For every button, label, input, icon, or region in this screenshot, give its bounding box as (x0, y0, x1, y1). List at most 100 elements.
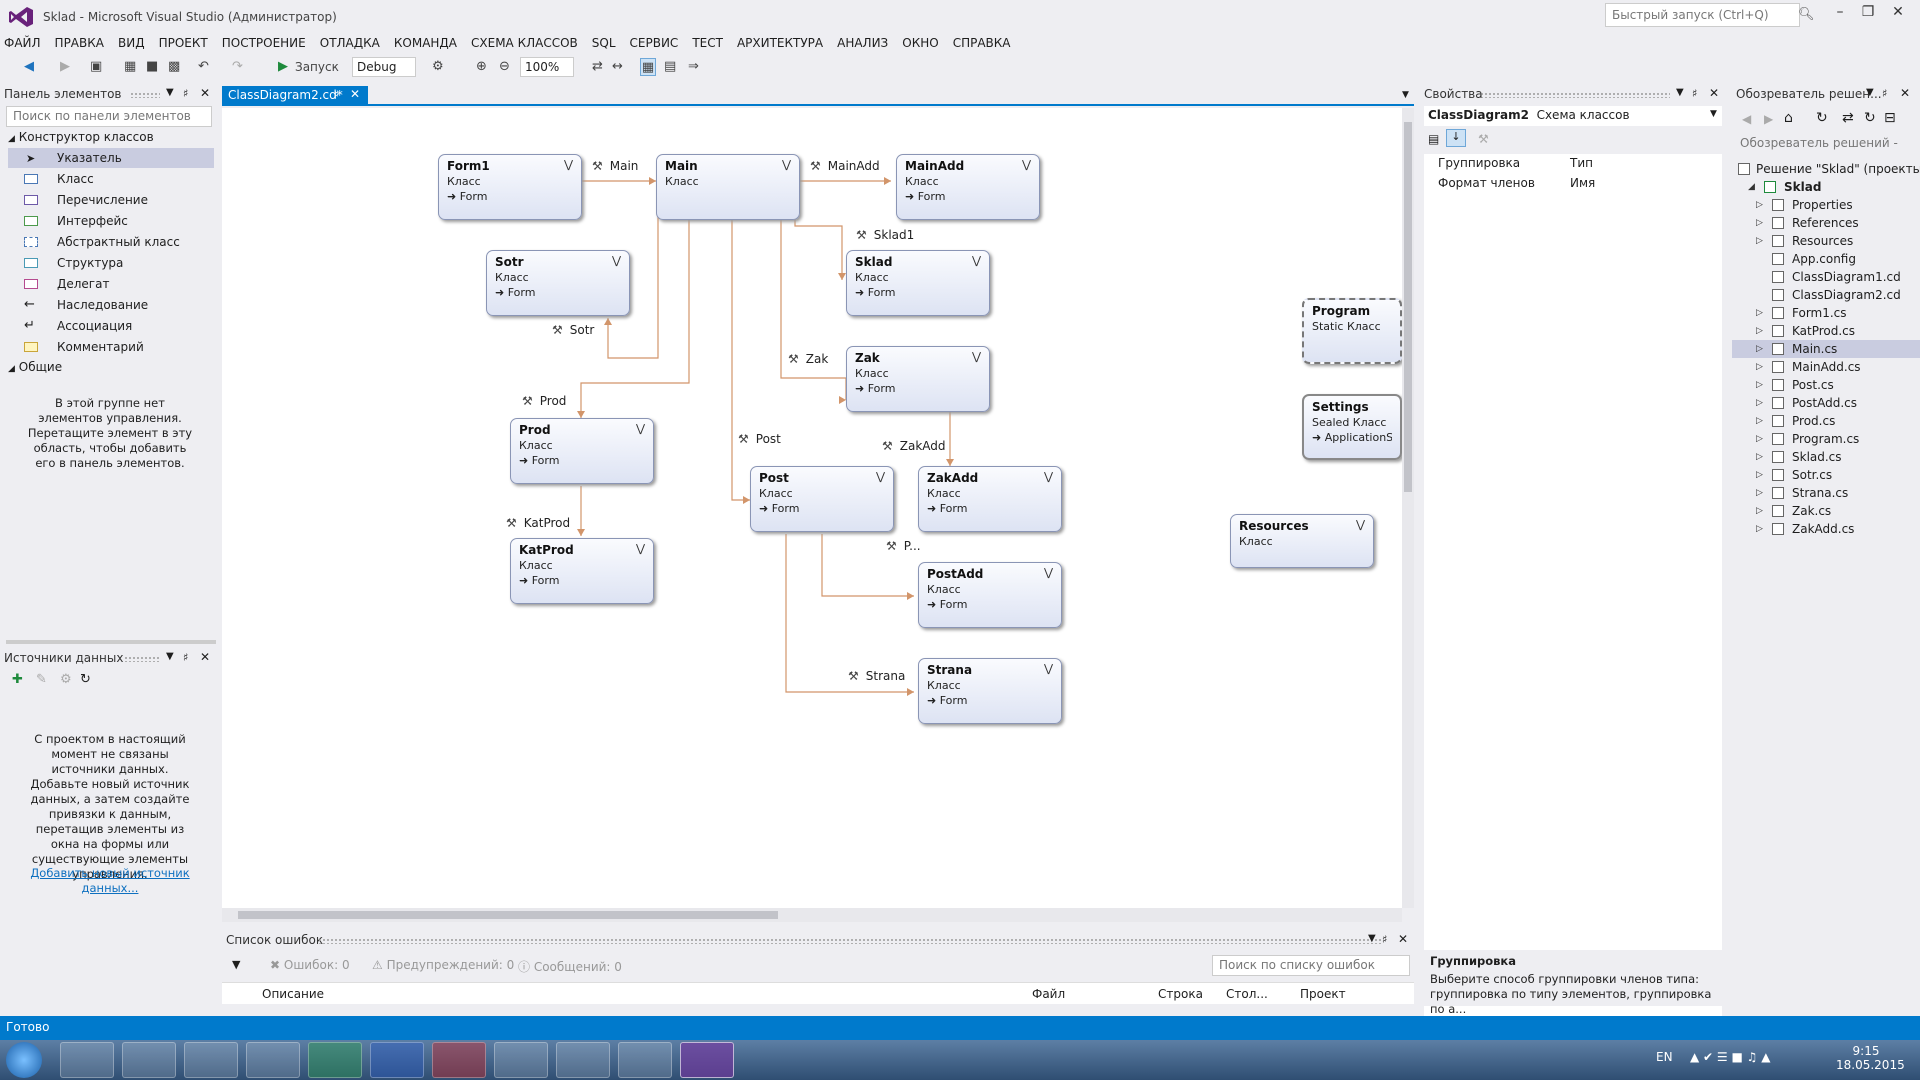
toolbox-item-delegate[interactable]: Делегат (8, 274, 214, 294)
errors-filter-button[interactable]: ✖ Ошибок: 0 (270, 958, 350, 972)
start-icon[interactable]: ▶ (278, 59, 288, 74)
menu-file[interactable]: ФАЙЛ (4, 36, 41, 50)
close-icon[interactable]: ✕ (1398, 932, 1409, 946)
toolbox-search-input[interactable]: Поиск по панели элементов (6, 106, 212, 127)
solution-tree-item[interactable]: ▷Strana.cs (1750, 484, 1920, 502)
configure-icon[interactable]: ⚙ (60, 672, 72, 687)
property-pages-icon[interactable]: ⚒ (1478, 132, 1489, 146)
association-label[interactable]: ⚒Main (592, 159, 639, 173)
menu-build[interactable]: ПОСТРОЕНИЕ (221, 36, 306, 50)
taskbar-app-calculator[interactable] (184, 1042, 238, 1078)
toolbox-item-inheritance[interactable]: ←Наследование (8, 295, 214, 315)
pin-icon[interactable]: ♯ (334, 88, 340, 101)
association-label[interactable]: ⚒MainAdd (810, 159, 880, 173)
association-label[interactable]: ⚒KatProd (506, 516, 571, 530)
solution-tree-item[interactable]: ClassDiagram2.cd (1750, 286, 1920, 304)
search-icon[interactable]: 🔍︎ (1798, 7, 1815, 22)
close-icon[interactable]: ✕ (200, 86, 211, 100)
chevron-down-icon[interactable]: ▼ (1676, 87, 1684, 98)
start-button[interactable]: Запуск (295, 60, 339, 74)
expand-icon[interactable]: ▷ (1756, 506, 1763, 516)
menu-analyze[interactable]: АНАЛИЗ (837, 36, 889, 50)
expand-icon[interactable]: ▷ (1756, 218, 1763, 228)
taskbar-app-excel[interactable] (308, 1042, 362, 1078)
edit-datasource-icon[interactable]: ✎ (36, 672, 47, 687)
close-icon[interactable]: ✕ (1709, 86, 1720, 100)
chevron-down-icon[interactable]: ▼ (1368, 933, 1376, 944)
add-datasource-link[interactable]: Добавить новый источник данных... (30, 866, 190, 895)
taskbar-app-folder[interactable] (618, 1042, 672, 1078)
solution-tree-item[interactable]: ▷Program.cs (1750, 430, 1920, 448)
solution-tree-item[interactable]: ▷MainAdd.cs (1750, 358, 1920, 376)
expand-icon[interactable]: ⋁ (1355, 518, 1365, 531)
chevron-down-icon[interactable]: ▼ (1710, 109, 1717, 119)
close-tab-icon[interactable]: ✕ (350, 87, 361, 101)
scrollbar-thumb[interactable] (238, 911, 778, 919)
solution-tree-item[interactable]: ▷ZakAdd.cs (1750, 520, 1920, 538)
expand-icon[interactable]: ⋁ (1043, 662, 1053, 675)
solution-tree-item[interactable]: ▷Post.cs (1750, 376, 1920, 394)
menu-tools[interactable]: СЕРВИС (629, 36, 679, 50)
expand-icon[interactable]: ⋁ (1021, 158, 1031, 171)
expand-icon[interactable]: ▷ (1756, 470, 1763, 480)
menu-team[interactable]: КОМАНДА (393, 36, 458, 50)
taskbar-app-sql[interactable] (556, 1042, 610, 1078)
taskbar-app-paint[interactable] (122, 1042, 176, 1078)
solution-tree-item[interactable]: ▷Zak.cs (1750, 502, 1920, 520)
toolbox-item-abstract-class[interactable]: Абстрактный класс (8, 232, 214, 252)
toolbox-item-class[interactable]: Класс (8, 169, 214, 189)
toolbox-item-enum[interactable]: Перечисление (8, 190, 214, 210)
expand-icon[interactable]: ▷ (1756, 380, 1763, 390)
column-description[interactable]: Описание (262, 987, 325, 1001)
expand-icon[interactable]: ⋁ (635, 422, 645, 435)
taskbar-app-word[interactable] (370, 1042, 424, 1078)
taskbar-app-explorer[interactable] (60, 1042, 114, 1078)
start-button[interactable] (6, 1042, 42, 1078)
expand-icon[interactable]: ▷ (1756, 452, 1763, 462)
expand-icon[interactable]: ▷ (1756, 308, 1763, 318)
chevron-down-icon[interactable]: ▼ (166, 87, 174, 98)
toolbox-group-header[interactable]: ◢ Конструктор классов (8, 130, 154, 144)
solution-tree-item[interactable]: ▷KatProd.cs (1750, 322, 1920, 340)
diagram-tool-icon[interactable]: ⚙ (432, 59, 444, 74)
solution-tree-item[interactable]: ▷PostAdd.cs (1750, 394, 1920, 412)
panel-grip[interactable] (318, 938, 1382, 944)
menu-architecture[interactable]: АРХИТЕКТУРА (736, 36, 824, 50)
taskbar-app-archive[interactable] (246, 1042, 300, 1078)
zoom-select[interactable]: 100% (520, 57, 574, 77)
messages-filter-button[interactable]: ⓘ Сообщений: 0 (518, 960, 622, 974)
back-icon[interactable]: ◀ (24, 59, 34, 74)
property-value[interactable]: Тип (1570, 156, 1593, 170)
layout-icon[interactable]: ⇄ (592, 59, 603, 74)
solution-tree-item[interactable]: ▷Sotr.cs (1750, 466, 1920, 484)
categorized-icon[interactable]: ▤ (1428, 132, 1440, 146)
close-icon[interactable]: ✕ (1900, 86, 1911, 100)
refresh-icon[interactable]: ↻ (80, 672, 91, 687)
toolbox-general-header[interactable]: ◢ Общие (8, 360, 62, 374)
expand-icon[interactable]: ⋁ (563, 158, 573, 171)
expand-icon[interactable]: ⋁ (611, 254, 621, 267)
forward-icon[interactable]: ▶ (60, 59, 70, 74)
new-project-icon[interactable]: ▣ (90, 59, 103, 74)
tab-classdiagram2[interactable]: ClassDiagram2.cd* ♯ ✕ (222, 86, 368, 106)
solution-tree-item[interactable]: ▷References (1750, 214, 1920, 232)
association-label[interactable]: ⚒Zak (788, 352, 829, 366)
column-column[interactable]: Стол... (1226, 987, 1268, 1001)
expand-icon[interactable]: ⋁ (875, 470, 885, 483)
solution-search-input[interactable]: Обозреватель решений - (1734, 134, 1918, 155)
expand-icon[interactable]: ▷ (1756, 524, 1763, 534)
expand-icon[interactable]: ⋁ (971, 350, 981, 363)
taskbar-app-save[interactable] (494, 1042, 548, 1078)
pin-icon[interactable]: ♯ (183, 87, 189, 100)
scrollbar-thumb[interactable] (1404, 122, 1412, 492)
chevron-down-icon[interactable]: ▼ (1866, 87, 1874, 98)
menu-sql[interactable]: SQL (591, 36, 616, 50)
back-icon[interactable]: ◀ (1742, 112, 1752, 126)
alphabetical-icon[interactable]: ↓ (1446, 129, 1466, 147)
collapse-icon[interactable]: ◢ (8, 134, 15, 144)
property-value[interactable]: Имя (1570, 176, 1596, 190)
